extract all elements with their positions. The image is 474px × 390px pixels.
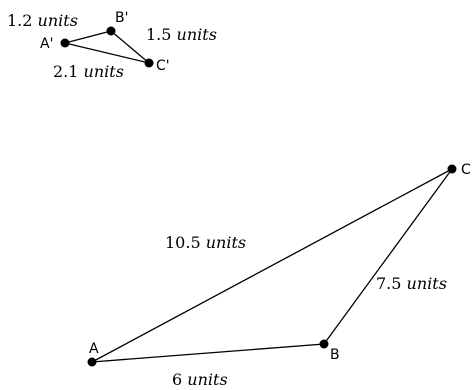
vertex-c-prime — [144, 58, 154, 68]
label-c-prime: C' — [156, 58, 170, 74]
large-triangle: A B C 10.5 units 7.5 units 6 units — [87, 162, 471, 389]
side-a-b-value: 6 — [172, 370, 182, 389]
small-triangle: A' B' C' 1.2 units 1.5 units 2.1 units — [7, 10, 217, 81]
vertex-a-prime — [60, 38, 70, 48]
side-a-prime-b-prime-unit: units — [38, 11, 78, 30]
side-b-prime-c-prime-length: 1.5 units — [146, 25, 217, 44]
vertex-b — [319, 339, 329, 349]
label-b-prime: B' — [115, 10, 128, 26]
side-b-c-unit: units — [407, 274, 447, 293]
side-a-c-length: 10.5 units — [165, 233, 246, 252]
label-b: B — [330, 347, 340, 363]
label-a: A — [89, 341, 99, 357]
side-a-prime-b-prime-length: 1.2 units — [7, 11, 78, 30]
side-a-b-unit: units — [187, 370, 227, 389]
side-a-c-unit: units — [206, 233, 246, 252]
vertex-a — [87, 357, 97, 367]
side-a-prime-c-prime-value: 2.1 — [53, 62, 78, 81]
side-b-c-length: 7.5 units — [376, 274, 447, 293]
small-triangle-edges — [64, 30, 150, 64]
large-triangle-edges — [91, 168, 453, 363]
side-b-prime-c-prime-value: 1.5 — [146, 25, 171, 44]
side-a-c-value: 10.5 — [165, 233, 201, 252]
side-b-prime-c-prime-unit: units — [177, 25, 217, 44]
label-c: C — [461, 162, 471, 178]
side-a-prime-c-prime-unit: units — [84, 62, 124, 81]
label-a-prime: A' — [40, 36, 53, 52]
vertex-b-prime — [106, 26, 116, 36]
side-b-c-value: 7.5 — [376, 274, 401, 293]
side-a-b-length: 6 units — [172, 370, 228, 389]
side-a-prime-b-prime-value: 1.2 — [7, 11, 32, 30]
side-a-prime-c-prime-length: 2.1 units — [53, 62, 124, 81]
vertex-c — [447, 164, 457, 174]
